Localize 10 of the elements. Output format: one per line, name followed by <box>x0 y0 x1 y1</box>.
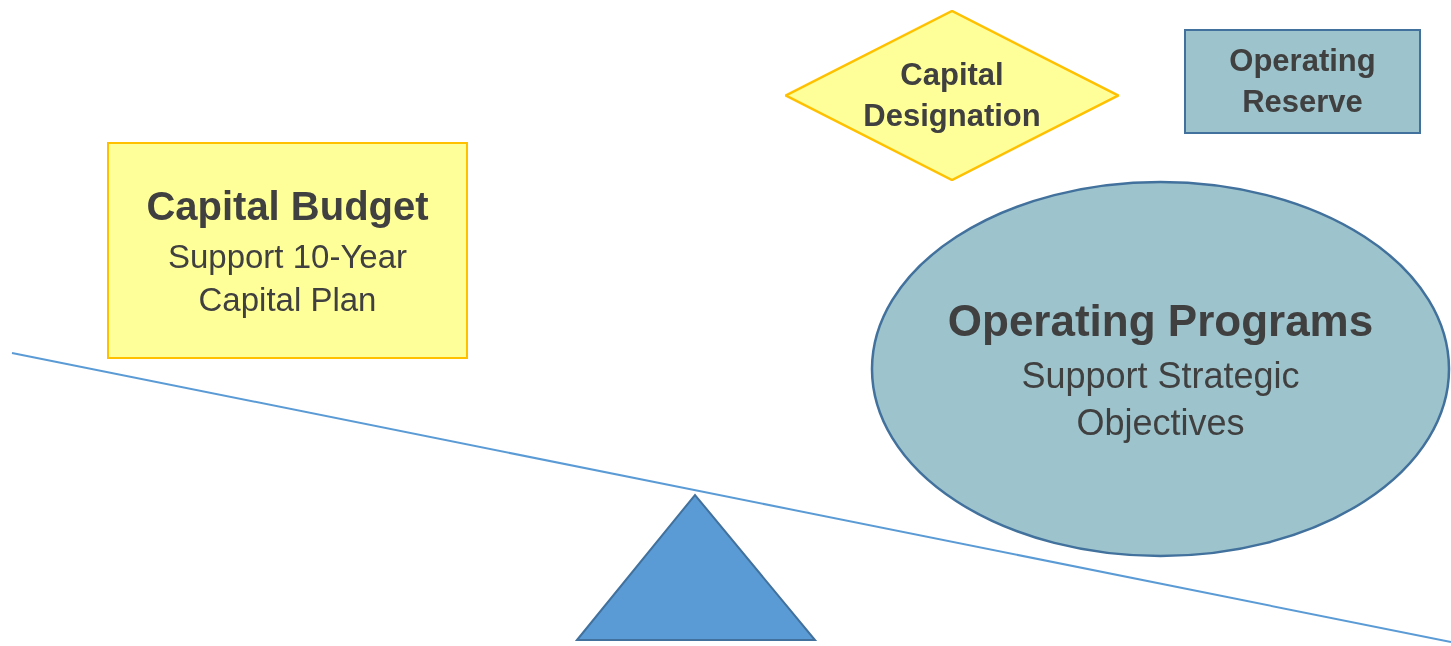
decision-diamond <box>785 10 1119 181</box>
node-text: Support 10-Year Capital Plan <box>166 236 409 320</box>
node-text: Operating Reserve <box>1228 42 1377 121</box>
reserve-box <box>1184 29 1421 134</box>
node-text: Capital Designation <box>862 56 1042 135</box>
programs-ellipse <box>870 180 1451 558</box>
node-text: Support Strategic Objectives <box>1020 353 1301 445</box>
node-heading: Capital Budget <box>146 182 429 230</box>
node-heading: Operating Programs <box>947 294 1374 347</box>
budget-box <box>107 142 468 359</box>
